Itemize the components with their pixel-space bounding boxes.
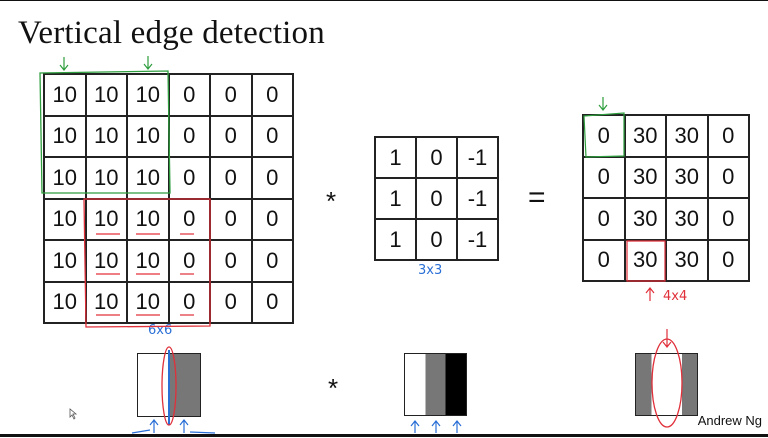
input-matrix-cell: 10 (85, 240, 127, 282)
input-matrix-cell: 0 (251, 198, 293, 240)
slide-title: Vertical edge detection (18, 15, 325, 51)
input-matrix-cell: 10 (85, 115, 127, 157)
input-matrix-cell: 10 (44, 74, 86, 116)
blue-arrow-icon (179, 419, 216, 434)
input-matrix-cell: 0 (251, 115, 293, 157)
kernel-matrix-cell: 1 (375, 137, 416, 178)
kernel-matrix-cell: -1 (457, 137, 498, 178)
input-matrix-cell: 10 (127, 157, 169, 199)
kernel-matrix-cell: 0 (416, 219, 457, 260)
output-matrix-cell: 0 (583, 198, 625, 240)
input-matrix-cell: 0 (251, 157, 293, 199)
input-matrix-cell: 10 (44, 281, 86, 323)
output-size-label: 4x4 (663, 289, 688, 304)
red-arrow-icon (645, 287, 655, 301)
convolution-operator: * (326, 186, 337, 216)
input-matrix-cell: 0 (168, 157, 210, 199)
kernel-size-label: 3x3 (418, 263, 443, 278)
input-matrix-cell: 10 (127, 115, 169, 157)
output-matrix-cell: 30 (666, 239, 708, 281)
red-edge-ellipse (651, 338, 683, 428)
output-matrix-cell: 0 (707, 115, 749, 157)
input-matrix-cell: 0 (210, 157, 252, 199)
input-matrix-cell: 10 (127, 240, 169, 282)
red-arrow-icon (662, 329, 672, 348)
green-arrow-icon (598, 97, 608, 111)
green-filter-box (39, 70, 171, 194)
mouse-cursor-icon (69, 408, 78, 420)
kernel-matrix-cell: 1 (375, 178, 416, 219)
output-matrix-cell: 30 (666, 198, 708, 240)
input-matrix-cell: 0 (210, 115, 252, 157)
output-matrix-cell: 0 (707, 198, 749, 240)
red-edge-ellipse (161, 346, 177, 426)
kernel-matrix-cell: -1 (457, 219, 498, 260)
output-image-visual (635, 353, 698, 416)
green-arrow-icon (59, 57, 69, 71)
convolution-operator-bottom: * (328, 373, 339, 403)
input-matrix-cell: 0 (251, 281, 293, 323)
output-matrix-cell: 30 (666, 156, 708, 198)
author-credit: Andrew Ng (697, 413, 762, 428)
kernel-image-visual (404, 353, 467, 416)
input-matrix-cell: 0 (251, 240, 293, 282)
input-matrix-cell: 10 (44, 157, 86, 199)
input-matrix-cell: 0 (210, 74, 252, 116)
output-matrix-cell: 30 (624, 198, 666, 240)
input-matrix-cell: 10 (44, 115, 86, 157)
green-arrow-icon (143, 56, 153, 70)
kernel-matrix-cell: 0 (416, 137, 457, 178)
output-matrix-cell: 0 (583, 239, 625, 281)
input-matrix-cell: 10 (85, 157, 127, 199)
equals-sign: = (528, 181, 546, 214)
kernel-matrix-cell: 0 (416, 178, 457, 219)
input-matrix-cell: 10 (127, 281, 169, 323)
output-matrix-cell: 30 (624, 115, 666, 157)
kernel-matrix-cell: -1 (457, 178, 498, 219)
blue-arrow-icon (431, 420, 441, 433)
output-matrix-cell: 0 (707, 239, 749, 281)
output-matrix-cell: 30 (666, 115, 708, 157)
red-filter-box (83, 198, 211, 328)
red-underlines (96, 233, 194, 316)
blue-arrow-icon (131, 419, 159, 434)
output-matrix-cell: 30 (624, 156, 666, 198)
input-matrix-cell: 10 (44, 198, 86, 240)
output-matrix-cell: 0 (707, 156, 749, 198)
red-output-box (626, 240, 666, 282)
blue-arrow-icon (452, 420, 462, 433)
kernel-matrix-cell: 1 (375, 219, 416, 260)
green-output-box (583, 112, 625, 158)
input-matrix-cell: 10 (85, 74, 127, 116)
input-matrix-cell: 0 (251, 74, 293, 116)
blue-arrow-icon (410, 420, 420, 433)
